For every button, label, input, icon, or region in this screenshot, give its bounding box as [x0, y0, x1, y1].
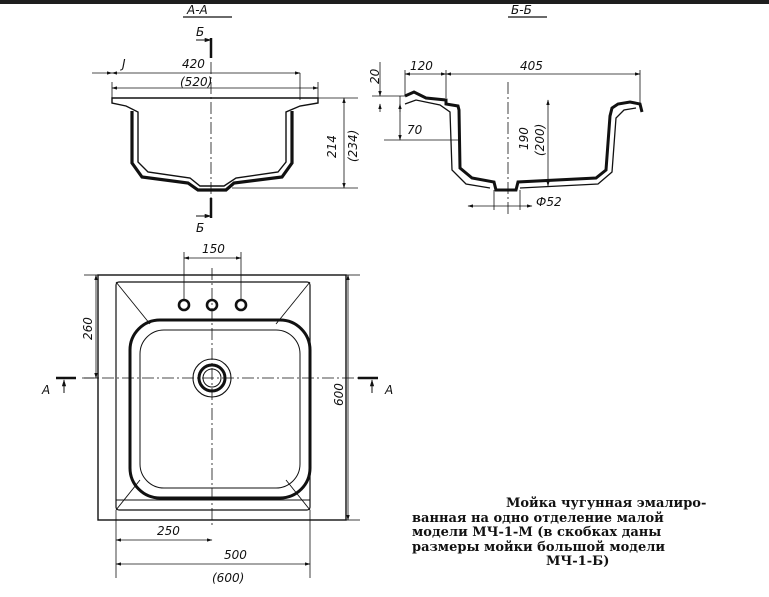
dim-bb-left-depth: 70 — [407, 123, 423, 137]
cut-label-a-right: А — [384, 383, 393, 397]
dim-plan-height: 600 — [332, 383, 346, 406]
plan-view: А А 150 260 600 250 500 (600) — [41, 242, 393, 585]
dim-aa-width: 420 — [182, 57, 205, 71]
cut-label-b-top: Б — [196, 25, 204, 39]
dim-plan-holes-spacing: 150 — [202, 242, 225, 256]
cut-marker-b-top: Б — [196, 25, 213, 58]
sink-section-bb — [399, 90, 644, 192]
dim-plan-width-big: (600) — [212, 571, 244, 585]
dim-aa-height-big: (234) — [346, 130, 360, 162]
dim-bb-width: 405 — [520, 59, 543, 73]
caption-line: размеры мойки большой модели — [412, 539, 666, 555]
dim-bb-rim-height: 20 — [368, 68, 382, 84]
dim-plan-width: 500 — [224, 548, 247, 562]
faucet-hole — [234, 298, 248, 312]
section-bb: Б-Б 20 120 405 70 190 — [368, 3, 644, 216]
cut-marker-b-bottom: Б — [196, 198, 213, 235]
section-aa-title: А-А — [186, 3, 208, 17]
dim-bb-rim-width: 120 — [410, 59, 433, 73]
plan-dimensions — [84, 252, 360, 578]
top-border — [0, 0, 769, 4]
faucet-hole — [177, 298, 191, 312]
dim-aa-small: J — [120, 57, 126, 71]
figure-caption: Мойка чугунная эмалиро- ванная на одно о… — [412, 496, 758, 570]
section-aa-dimensions — [92, 71, 358, 189]
caption-line: ванная на одно отделение малой — [412, 510, 664, 526]
dim-bb-depth: 190 — [517, 127, 531, 150]
sink-section-aa — [111, 82, 319, 192]
cut-label-b-bottom: Б — [196, 221, 204, 235]
caption-line: модели МЧ-1-М (в скобках даны — [412, 525, 662, 540]
section-bb-title: Б-Б — [511, 3, 532, 17]
section-bb-dimensions — [372, 62, 641, 210]
cut-marker-a-right: А — [358, 376, 393, 397]
dim-bb-depth-big: (200) — [533, 124, 547, 156]
sink-basin — [128, 318, 312, 500]
section-aa: А-А Б J 420 (520) 214 (23 — [92, 3, 360, 235]
faucet-holes — [177, 298, 248, 312]
plan-centerlines — [82, 268, 376, 528]
cut-marker-a-left: А — [41, 376, 76, 397]
caption-line: МЧ-1-Б) — [546, 554, 610, 569]
dim-plan-half-width: 250 — [157, 524, 180, 538]
cut-label-a-left: А — [41, 383, 50, 397]
dim-plan-holes-offset: 260 — [81, 317, 95, 340]
dim-aa-height: 214 — [325, 135, 339, 158]
dim-aa-width-big: (520) — [180, 75, 212, 89]
caption-line: Мойка чугунная эмалиро- — [506, 496, 707, 511]
dim-bb-drain: Ф52 — [536, 195, 562, 209]
sink-plan-outline — [97, 274, 347, 521]
